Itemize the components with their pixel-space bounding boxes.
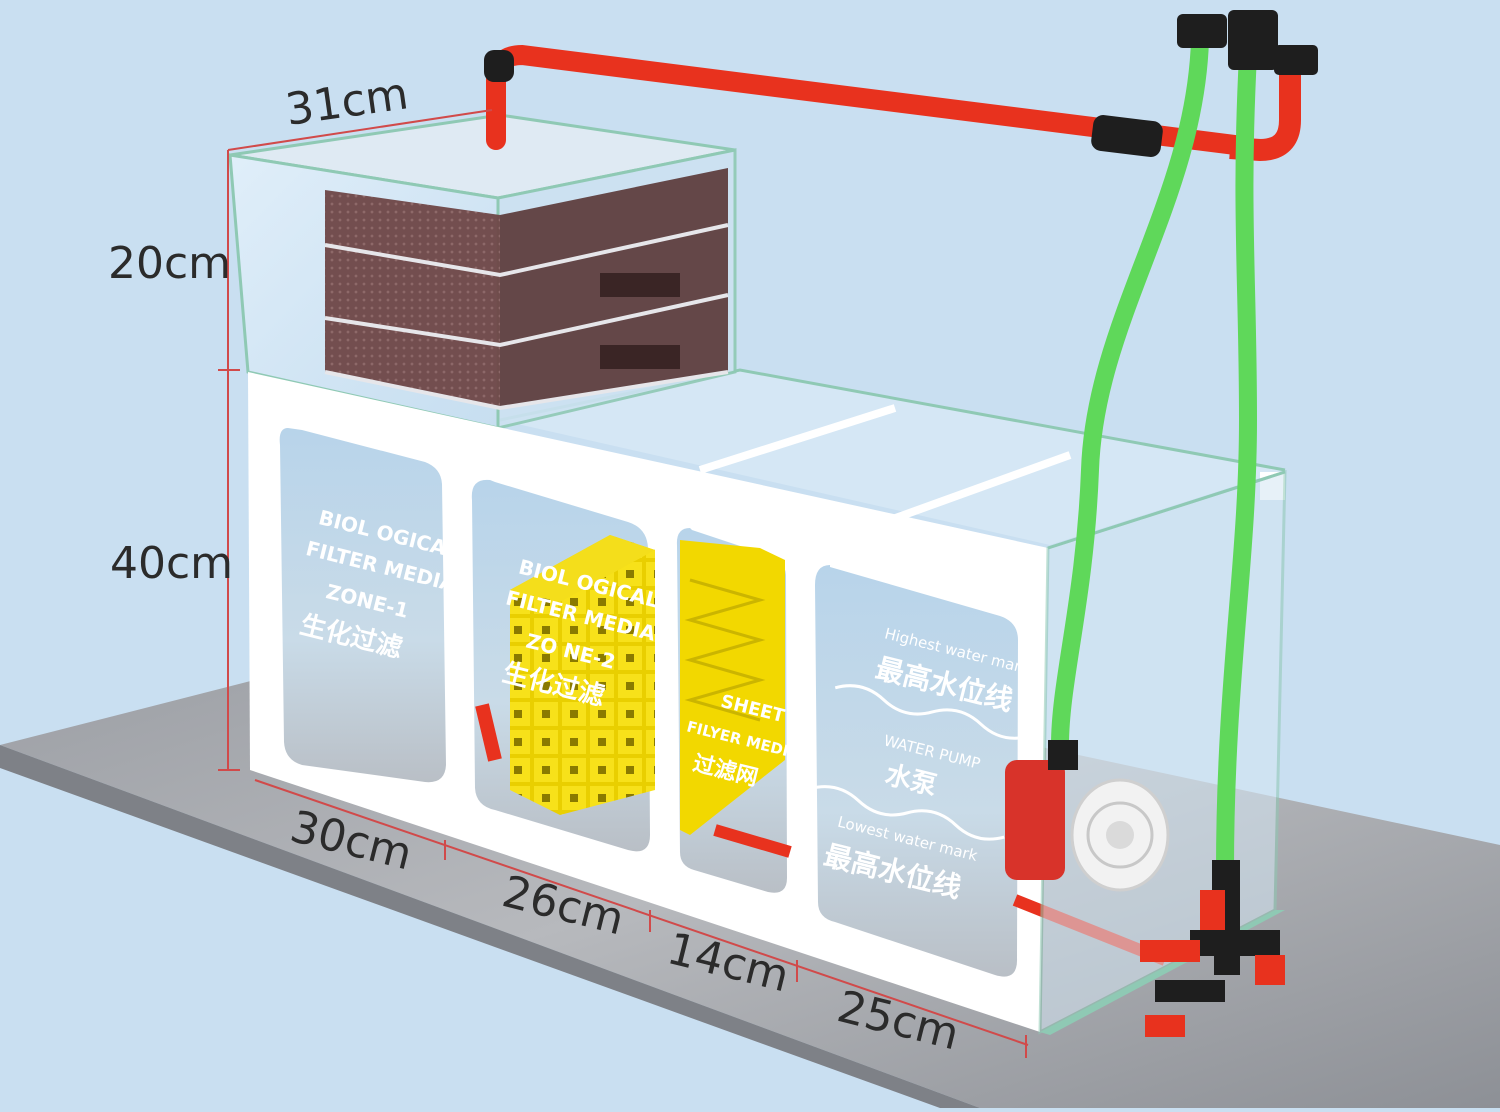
drawer-handle-upper bbox=[600, 273, 680, 297]
dimension-lines bbox=[218, 109, 1029, 1058]
hose-connector-1 bbox=[1177, 14, 1227, 48]
red-return-pipe bbox=[484, 44, 1318, 162]
green-hoses bbox=[1048, 10, 1278, 890]
red-pipe-inner-2 bbox=[713, 824, 792, 858]
low-water-wave bbox=[809, 785, 1005, 841]
hose-connector-2 bbox=[1228, 10, 1278, 70]
drawer-handle-lower bbox=[600, 345, 680, 369]
bio-media-block bbox=[510, 535, 655, 815]
top-filter-box bbox=[228, 113, 737, 430]
window-pump bbox=[815, 565, 1018, 977]
window-zone-1 bbox=[279, 428, 446, 783]
red-pipe-inner-1 bbox=[475, 703, 502, 762]
sheet-filter bbox=[680, 540, 785, 835]
water-pump bbox=[1005, 760, 1170, 892]
drawer-stack bbox=[325, 190, 500, 408]
dim-top-height: 20cm bbox=[108, 238, 231, 289]
high-water-wave bbox=[834, 684, 1030, 740]
dim-main-height: 40cm bbox=[110, 538, 233, 589]
valve-assembly bbox=[1140, 885, 1285, 1037]
